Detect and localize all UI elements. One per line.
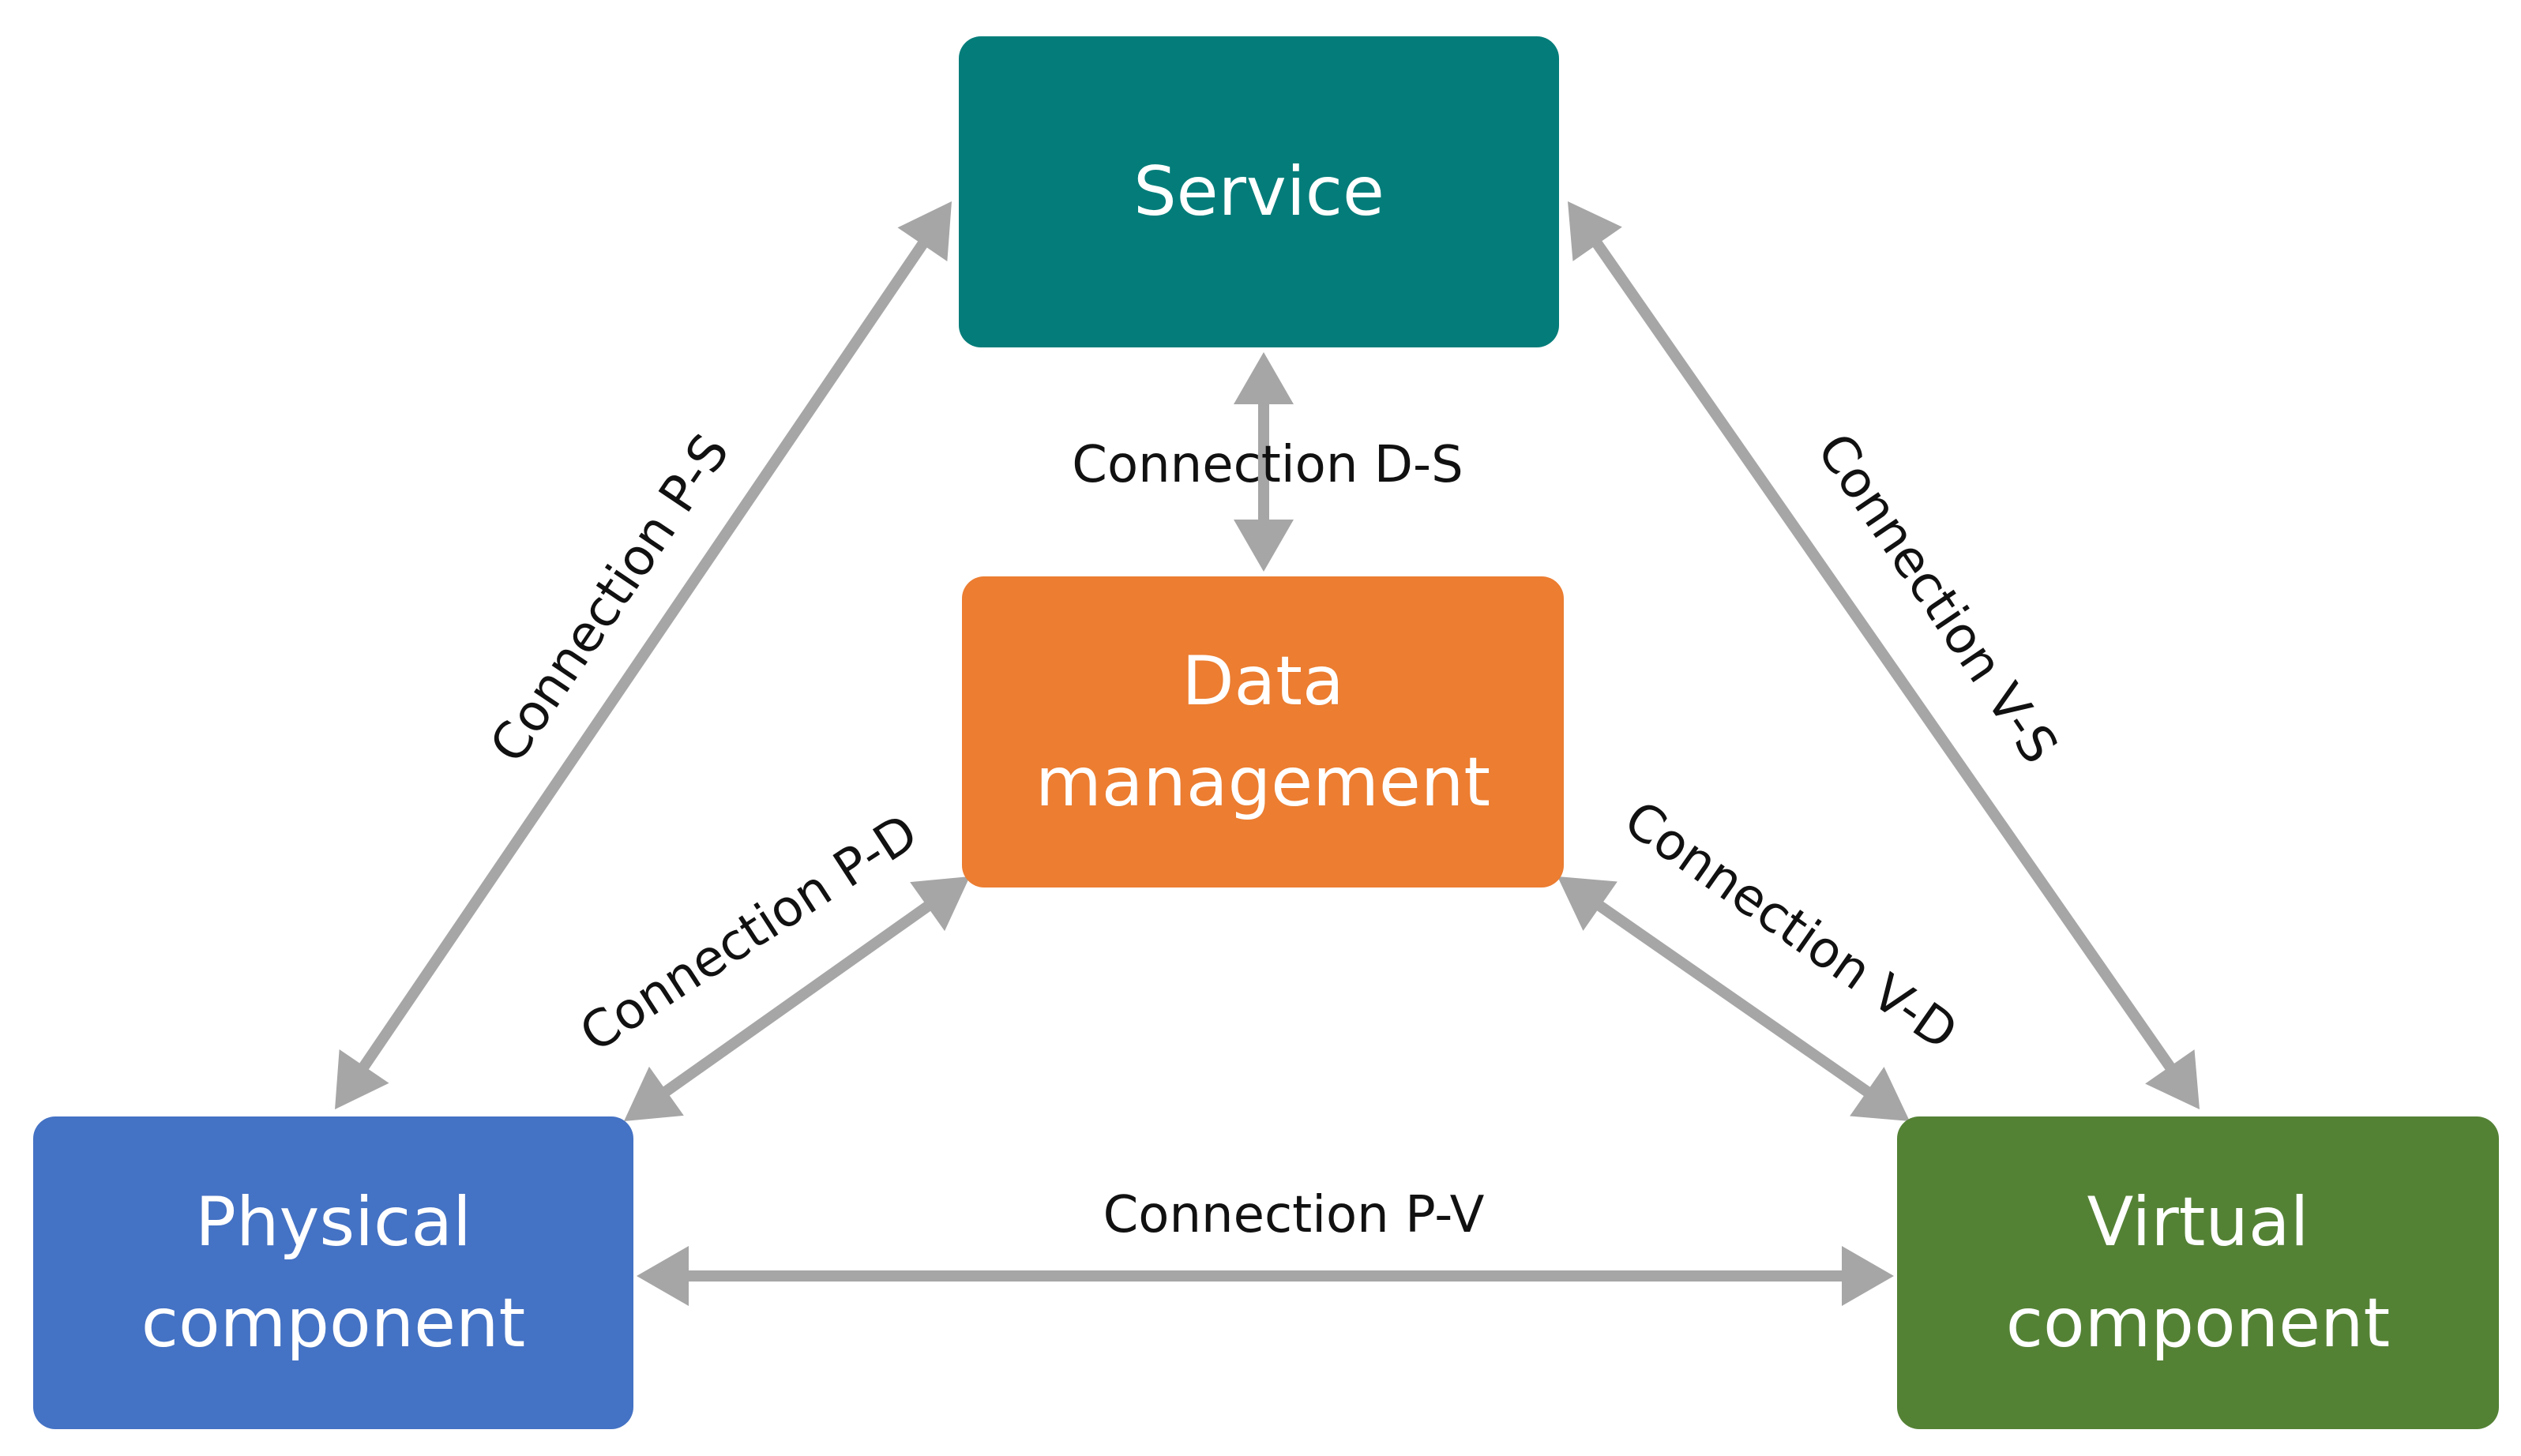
- connection-ps-arrowhead-end: [335, 1049, 389, 1109]
- connection-pd-arrowhead-end: [624, 1066, 684, 1121]
- connection-pd-label: Connection P-D: [570, 803, 928, 1064]
- service-node-label: Service: [1133, 152, 1384, 231]
- connection-pv-arrowhead-start: [637, 1246, 689, 1306]
- connection-ds-arrowhead-end: [1234, 520, 1294, 572]
- connection-vd-label: Connection V-D: [1614, 790, 1967, 1062]
- virtual-component-node-label-line-1: Virtual: [2087, 1183, 2309, 1262]
- connection-ds-label: Connection D-S: [1072, 436, 1463, 494]
- connection-pv-label: Connection P-V: [1103, 1186, 1485, 1244]
- connection-ps-arrowhead-start: [897, 201, 952, 261]
- data-management-node-label-line-1: Data: [1182, 642, 1344, 721]
- connection-ps-line: [356, 237, 930, 1074]
- connection-pv-arrowhead-end: [1842, 1246, 1894, 1306]
- connection-pd-arrowhead-start: [910, 876, 970, 932]
- virtual-component-node-label-line-2: component: [2005, 1284, 2391, 1363]
- connection-vd-line: [1593, 899, 1874, 1099]
- connection-ds-arrowhead-start: [1234, 352, 1294, 404]
- connection-vd-arrowhead-end: [1850, 1067, 1910, 1121]
- connection-vs-arrowhead-start: [1568, 201, 1622, 261]
- connection-vs-arrowhead-end: [2145, 1049, 2200, 1109]
- service-node: Service: [959, 36, 1559, 347]
- physical-component-node-label-line-2: component: [141, 1284, 526, 1363]
- physical-component-node: Physical component: [33, 1116, 633, 1429]
- connection-vd-arrowhead-start: [1557, 876, 1617, 931]
- data-management-node-label-line-2: management: [1035, 743, 1491, 822]
- virtual-component-node: Virtual component: [1897, 1116, 2499, 1429]
- connection-ps-label: Connection P-S: [479, 424, 742, 773]
- connection-pd-line: [659, 899, 935, 1099]
- connection-vs-line: [1590, 237, 2177, 1074]
- data-management-node: Data management: [962, 576, 1564, 887]
- physical-component-node-label-line-1: Physical: [195, 1183, 472, 1262]
